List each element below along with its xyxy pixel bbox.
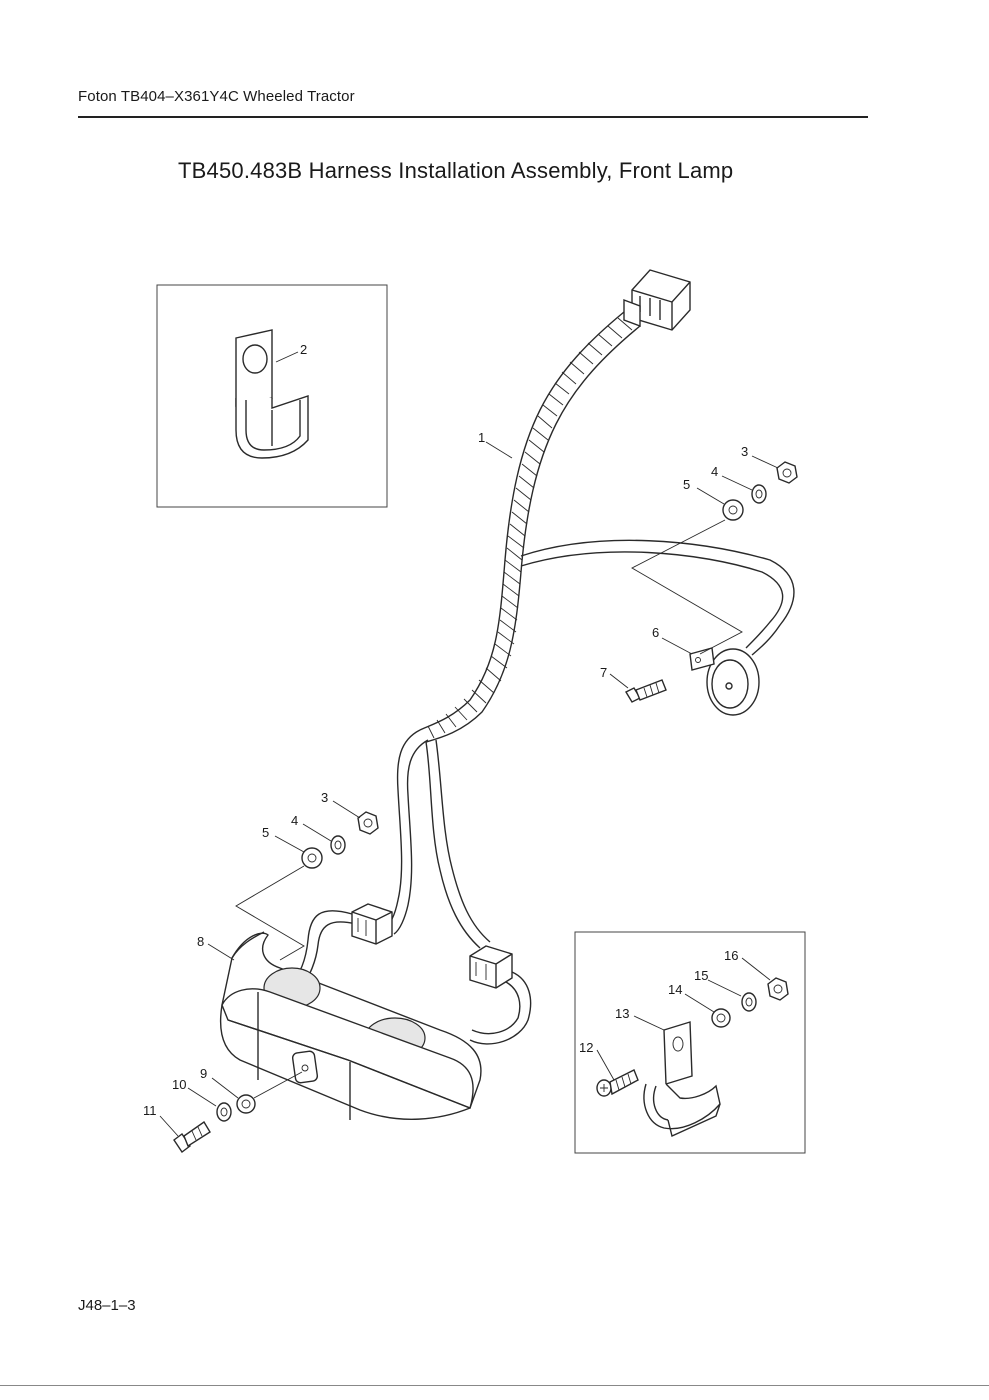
bracket-part-13 — [643, 1021, 721, 1137]
lamp-connector-left — [351, 903, 393, 945]
callout-8: 8 — [197, 934, 204, 949]
bottom-rule — [0, 1385, 989, 1386]
page-header: Foton TB404–X361Y4C Wheeled Tractor — [78, 88, 355, 105]
lamp-lower-hardware: 9 10 11 — [143, 1066, 303, 1154]
callout-5-horn: 5 — [683, 477, 690, 492]
screw-part-12 — [596, 1069, 639, 1097]
callout-3-lamp: 3 — [321, 790, 328, 805]
callout-2: 2 — [300, 342, 307, 357]
callout-16: 16 — [724, 948, 738, 963]
callout-9: 9 — [200, 1066, 207, 1081]
callout-14: 14 — [668, 982, 682, 997]
callout-7: 7 — [600, 665, 607, 680]
callout-15: 15 — [694, 968, 708, 983]
horn-branch-wire — [520, 539, 795, 656]
callout-4-horn: 4 — [711, 464, 718, 479]
callout-11: 11 — [143, 1103, 157, 1118]
lamp-connector-right — [469, 945, 513, 989]
callout-3-horn: 3 — [741, 444, 748, 459]
callout-6: 6 — [652, 625, 659, 640]
detail-box-clip: 2 — [156, 284, 388, 508]
page-code: J48–1–3 — [78, 1297, 136, 1314]
horn-hardware: 3 4 5 — [631, 444, 798, 655]
callout-1: 1 — [478, 430, 485, 445]
header-rule — [78, 116, 868, 118]
bolt-part-7: 7 — [600, 665, 667, 703]
callout-4-lamp: 4 — [291, 813, 298, 828]
lamp-upper-hardware: 3 4 5 — [235, 790, 379, 961]
diagram-title: TB450.483B Harness Installation Assembly… — [178, 158, 734, 183]
callout-5-lamp: 5 — [262, 825, 269, 840]
lamp-assembly-part-8: 8 — [197, 931, 482, 1120]
clip-part-2 — [235, 329, 309, 459]
detail-box-bracket: 12 13 14 15 16 — [574, 931, 806, 1154]
harness-lower-branches — [289, 729, 532, 1045]
callout-10: 10 — [172, 1077, 186, 1092]
harness-top-connector — [623, 269, 691, 331]
callout-13: 13 — [615, 1006, 629, 1021]
callout-12: 12 — [579, 1040, 593, 1055]
horn-part-6: 6 — [652, 625, 760, 716]
